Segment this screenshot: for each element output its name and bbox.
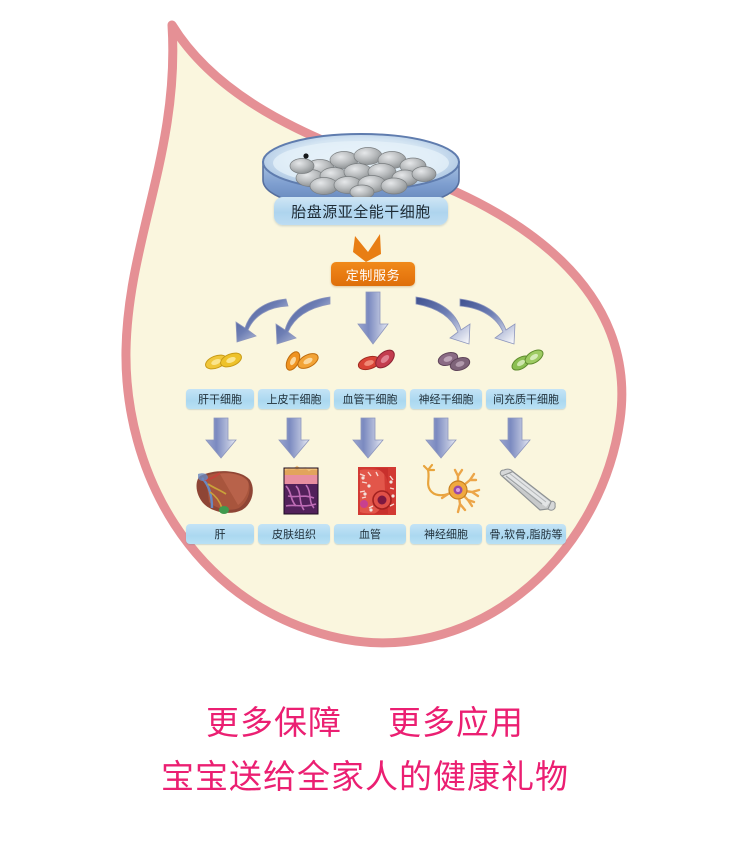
stem-cell-chip-0[interactable]: 肝干细胞 bbox=[186, 389, 254, 409]
skin-tissue-icon bbox=[262, 462, 338, 518]
down-arrow-3 bbox=[352, 417, 384, 459]
stem-cell-chip-3[interactable]: 神经干细胞 bbox=[410, 389, 482, 409]
custom-service-badge[interactable]: 定制服务 bbox=[331, 262, 415, 286]
slogan-line-1: 更多保障 更多应用 bbox=[206, 703, 524, 742]
stem-cell-chip-2[interactable]: 血管干细胞 bbox=[334, 389, 406, 409]
fan-arrow-3 bbox=[357, 291, 389, 345]
stem-cell-icon-0 bbox=[186, 346, 262, 372]
stem-cell-icon-4 bbox=[490, 346, 566, 372]
fan-arrow-2 bbox=[275, 296, 331, 345]
dish-caption: 胎盘源亚全能干细胞 bbox=[274, 197, 448, 225]
stem-cell-icon-2 bbox=[338, 346, 414, 372]
slogan-line-2: 宝宝送给全家人的健康礼物 bbox=[161, 757, 569, 796]
orange-down-arrow-icon bbox=[353, 234, 381, 262]
stem-cell-chip-4[interactable]: 间充质干细胞 bbox=[486, 389, 566, 409]
down-arrow-4 bbox=[425, 417, 457, 459]
fan-arrow-1 bbox=[235, 298, 289, 343]
tissue-label-row: 肝 皮肤组织 血管 神经细胞 骨,软骨,脂肪等 bbox=[186, 524, 566, 544]
blood-vessel-icon bbox=[338, 462, 414, 518]
stem-cell-chip-1[interactable]: 上皮干细胞 bbox=[258, 389, 330, 409]
down-arrow-5 bbox=[499, 417, 531, 459]
tissue-icon-row bbox=[186, 462, 566, 518]
bone-structure-icon bbox=[490, 462, 566, 518]
liver-organ-icon bbox=[186, 462, 262, 518]
tissue-chip-4[interactable]: 骨,软骨,脂肪等 bbox=[486, 524, 566, 544]
tissue-chip-3[interactable]: 神经细胞 bbox=[410, 524, 482, 544]
down-arrow-1 bbox=[205, 417, 237, 459]
down-arrow-2 bbox=[278, 417, 310, 459]
tissue-chip-1[interactable]: 皮肤组织 bbox=[258, 524, 330, 544]
tissue-chip-2[interactable]: 血管 bbox=[334, 524, 406, 544]
fan-arrow-4 bbox=[415, 296, 471, 345]
stem-cell-label-row: 肝干细胞 上皮干细胞 血管干细胞 神经干细胞 间充质干细胞 bbox=[186, 389, 566, 409]
petri-dish-icon bbox=[258, 128, 464, 212]
fan-arrow-5 bbox=[459, 298, 516, 345]
stem-cell-icon-row bbox=[186, 346, 566, 372]
stem-cell-icon-1 bbox=[262, 346, 338, 372]
tissue-chip-0[interactable]: 肝 bbox=[186, 524, 254, 544]
neuron-cell-icon bbox=[414, 462, 490, 518]
stem-cell-icon-3 bbox=[414, 346, 490, 372]
